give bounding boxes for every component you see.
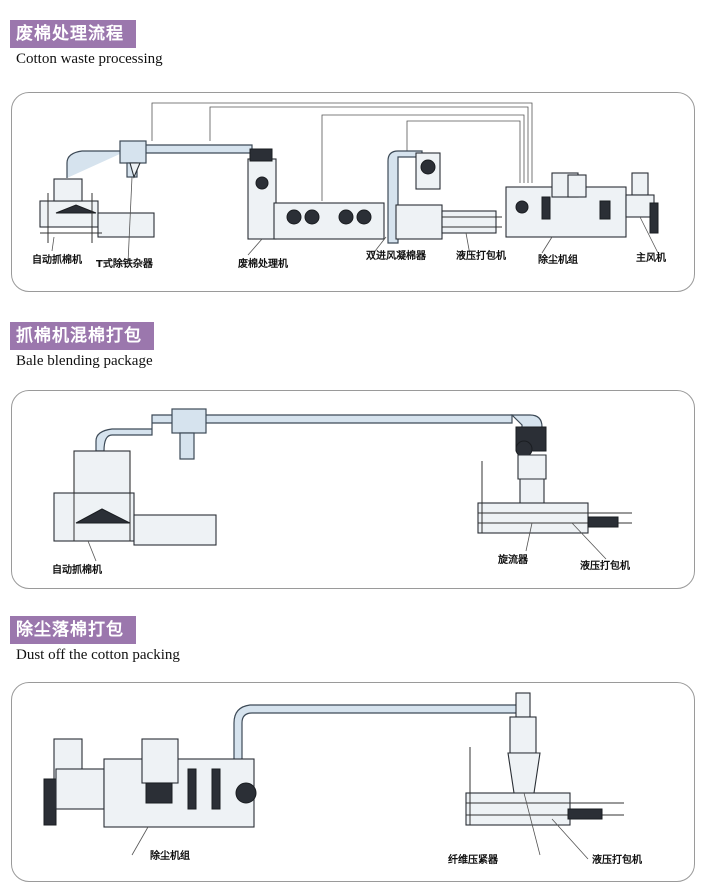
dust-off-diagram: 除尘机组 纤维压紧器 液压打包机 xyxy=(43,692,642,866)
section-subtitle-cotton-waste: Cotton waste processing xyxy=(16,51,163,67)
cotton-waste-diagram: 自动抓棉机 T式除铁杂器 废棉处理机 双进风凝棉器 液压打包机 除尘机组 主风机 xyxy=(32,102,666,270)
label-cyclone: 旋流器 xyxy=(497,553,529,566)
label-t-iron-remover: T式除铁杂器 xyxy=(96,257,154,270)
label-hydraulic-baler: 液压打包机 xyxy=(580,559,630,572)
bale-blending-diagram: 自动抓棉机 旋流器 液压打包机 xyxy=(52,408,632,576)
label-main-fan: 主风机 xyxy=(636,251,666,264)
section-title-bale-blending: 抓棉机混棉打包 xyxy=(10,322,154,350)
double-inlet-condenser xyxy=(395,152,443,240)
diagram-panel-cotton-waste: 自动抓棉机 T式除铁杂器 废棉处理机 双进风凝棉器 液压打包机 除尘机组 主风机 xyxy=(11,92,695,292)
label-dust-removal-unit: 除尘机组 xyxy=(538,253,578,266)
waste-cotton-machine xyxy=(247,148,385,240)
hydraulic-baler xyxy=(465,747,624,826)
label-fiber-compactor: 纤维压紧器 xyxy=(448,853,499,866)
auto-bale-plucker xyxy=(39,178,155,243)
auto-bale-plucker xyxy=(53,450,217,546)
diagram-panel-bale-blending: 自动抓棉机 旋流器 液压打包机 xyxy=(11,390,695,589)
label-auto-bale-plucker: 自动抓棉机 xyxy=(32,253,82,266)
label-hydraulic-baler: 液压打包机 xyxy=(456,249,506,262)
section-subtitle-dust-off: Dust off the cotton packing xyxy=(16,647,180,663)
fiber-compactor xyxy=(507,692,541,794)
label-double-inlet-condenser: 双进风凝棉器 xyxy=(366,249,427,262)
section-title-cotton-waste: 废棉处理流程 xyxy=(10,20,136,48)
label-dust-removal-unit: 除尘机组 xyxy=(150,849,190,862)
section-title-dust-off: 除尘落棉打包 xyxy=(10,616,136,644)
label-hydraulic-baler: 液压打包机 xyxy=(592,853,642,866)
dust-removal-unit xyxy=(505,172,627,238)
cyclone xyxy=(515,426,547,504)
main-fan xyxy=(625,172,659,234)
dust-removal-unit xyxy=(43,738,257,828)
t-iron-remover xyxy=(129,162,141,179)
diagram-panel-dust-off: 除尘机组 纤维压紧器 液压打包机 xyxy=(11,682,695,882)
label-auto-bale-plucker: 自动抓棉机 xyxy=(52,563,102,576)
label-waste-cotton-machine: 废棉处理机 xyxy=(238,257,288,270)
hydraulic-baler xyxy=(477,461,632,534)
hydraulic-baler xyxy=(441,210,502,234)
section-subtitle-bale-blending: Bale blending package xyxy=(16,353,153,369)
